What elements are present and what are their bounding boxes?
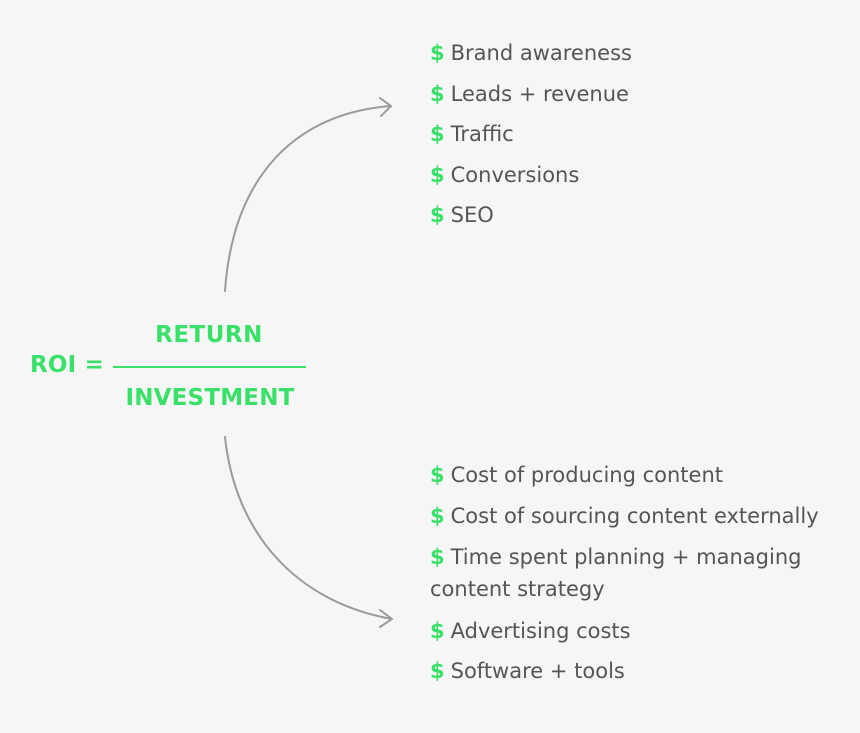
list-item: $Advertising costs bbox=[430, 616, 830, 646]
list-item: $Conversions bbox=[430, 160, 632, 201]
investment-item-label: Software + tools bbox=[450, 659, 625, 683]
denominator-investment: INVESTMENT bbox=[125, 385, 295, 411]
dollar-icon: $ bbox=[430, 41, 445, 65]
dollar-icon: $ bbox=[430, 203, 445, 227]
investment-item-label: Advertising costs bbox=[450, 618, 631, 643]
return-item-label: Traffic bbox=[450, 122, 514, 146]
dollar-icon: $ bbox=[430, 659, 445, 683]
return-item-label: Leads + revenue bbox=[450, 81, 629, 106]
list-item: $Leads + revenue bbox=[430, 79, 632, 120]
investment-list: $Cost of producing content $Cost of sour… bbox=[430, 460, 830, 697]
investment-item-label: Time spent planning + managing content s… bbox=[430, 545, 802, 601]
numerator-return: RETURN bbox=[155, 322, 263, 348]
list-item: $Brand awareness bbox=[430, 38, 632, 79]
fraction-bar bbox=[113, 366, 306, 368]
return-item-label: SEO bbox=[450, 203, 494, 227]
dollar-icon: $ bbox=[430, 618, 445, 643]
list-item: $Traffic bbox=[430, 119, 632, 160]
return-list: $Brand awareness $Leads + revenue $Traff… bbox=[430, 38, 632, 241]
return-item-label: Brand awareness bbox=[450, 41, 632, 65]
dollar-icon: $ bbox=[430, 463, 445, 487]
list-item: $Time spent planning + managing content … bbox=[430, 541, 830, 605]
curved-arrow-up-right-icon bbox=[224, 97, 392, 292]
list-item: $Cost of producing content bbox=[430, 460, 830, 490]
investment-item-label: Cost of sourcing content externally bbox=[450, 503, 819, 528]
dollar-icon: $ bbox=[430, 162, 445, 187]
dollar-icon: $ bbox=[430, 81, 445, 106]
roi-label: ROI = bbox=[30, 352, 105, 378]
dollar-icon: $ bbox=[430, 503, 445, 528]
investment-item-label: Cost of producing content bbox=[450, 463, 723, 487]
list-item: $Cost of sourcing content externally bbox=[430, 501, 830, 531]
dollar-icon: $ bbox=[430, 545, 445, 569]
curved-arrow-down-right-icon bbox=[224, 436, 393, 628]
return-item-label: Conversions bbox=[450, 162, 580, 187]
list-item: $SEO bbox=[430, 200, 632, 241]
list-item: $Software + tools bbox=[430, 656, 830, 686]
dollar-icon: $ bbox=[430, 122, 445, 146]
